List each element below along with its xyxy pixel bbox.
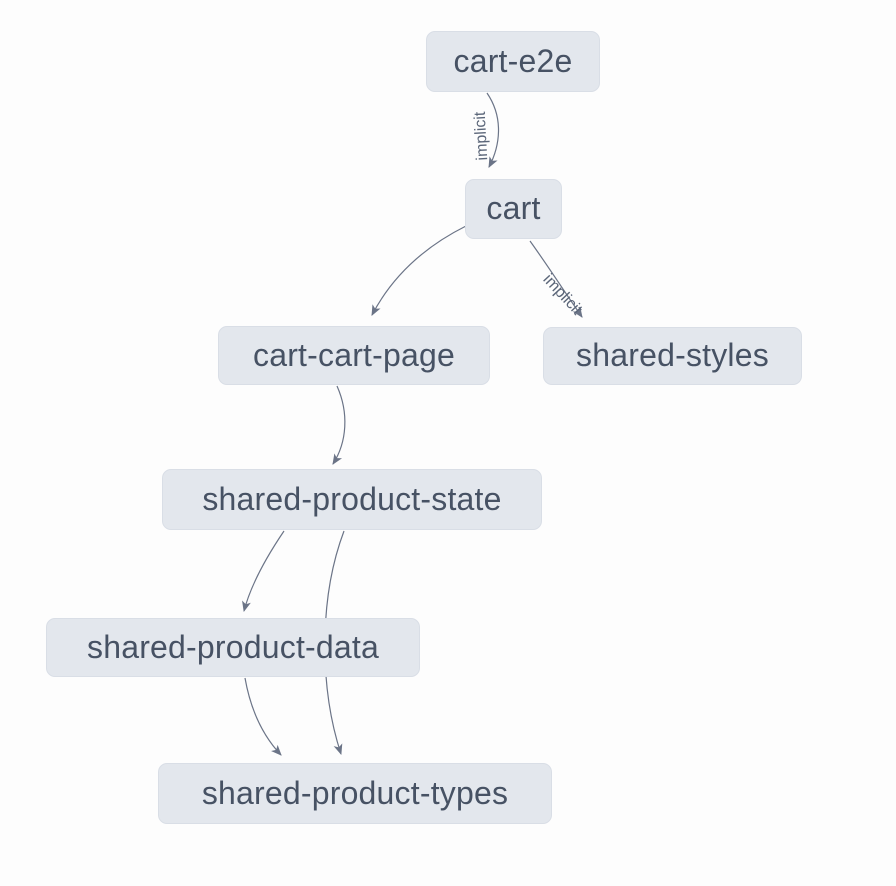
edge-shared-product-state-to-shared-product-data[interactable] xyxy=(242,530,285,613)
graph-node-label: cart-e2e xyxy=(453,42,573,79)
graph-node-label: shared-product-types xyxy=(201,774,509,811)
graph-node-label: shared-product-state xyxy=(202,480,502,517)
graph-node-cart-e2e[interactable]: cart-e2e xyxy=(426,31,600,92)
graph-node-label: shared-product-data xyxy=(87,628,379,665)
graph-node-shared-product-data[interactable]: shared-product-data xyxy=(46,618,420,677)
edge-cart-cart-page-to-shared-product-state[interactable] xyxy=(332,385,346,465)
edge-cart-to-cart-cart-page[interactable] xyxy=(371,225,467,316)
graph-node-shared-product-types[interactable]: shared-product-types xyxy=(158,763,552,824)
graph-node-shared-product-state[interactable]: shared-product-state xyxy=(162,469,542,530)
graph-node-cart[interactable]: cart xyxy=(465,179,562,239)
edge-cart-e2e-to-cart[interactable] xyxy=(486,92,500,168)
graph-node-shared-styles[interactable]: shared-styles xyxy=(543,327,802,385)
edge-shared-product-data-to-shared-product-types[interactable] xyxy=(244,677,282,756)
edge-cart-to-shared-styles[interactable] xyxy=(529,240,583,318)
graph-node-label: shared-styles xyxy=(576,337,769,373)
graph-node-label: cart xyxy=(486,190,541,226)
graph-node-cart-cart-page[interactable]: cart-cart-page xyxy=(218,326,490,385)
graph-node-label: cart-cart-page xyxy=(253,336,455,373)
